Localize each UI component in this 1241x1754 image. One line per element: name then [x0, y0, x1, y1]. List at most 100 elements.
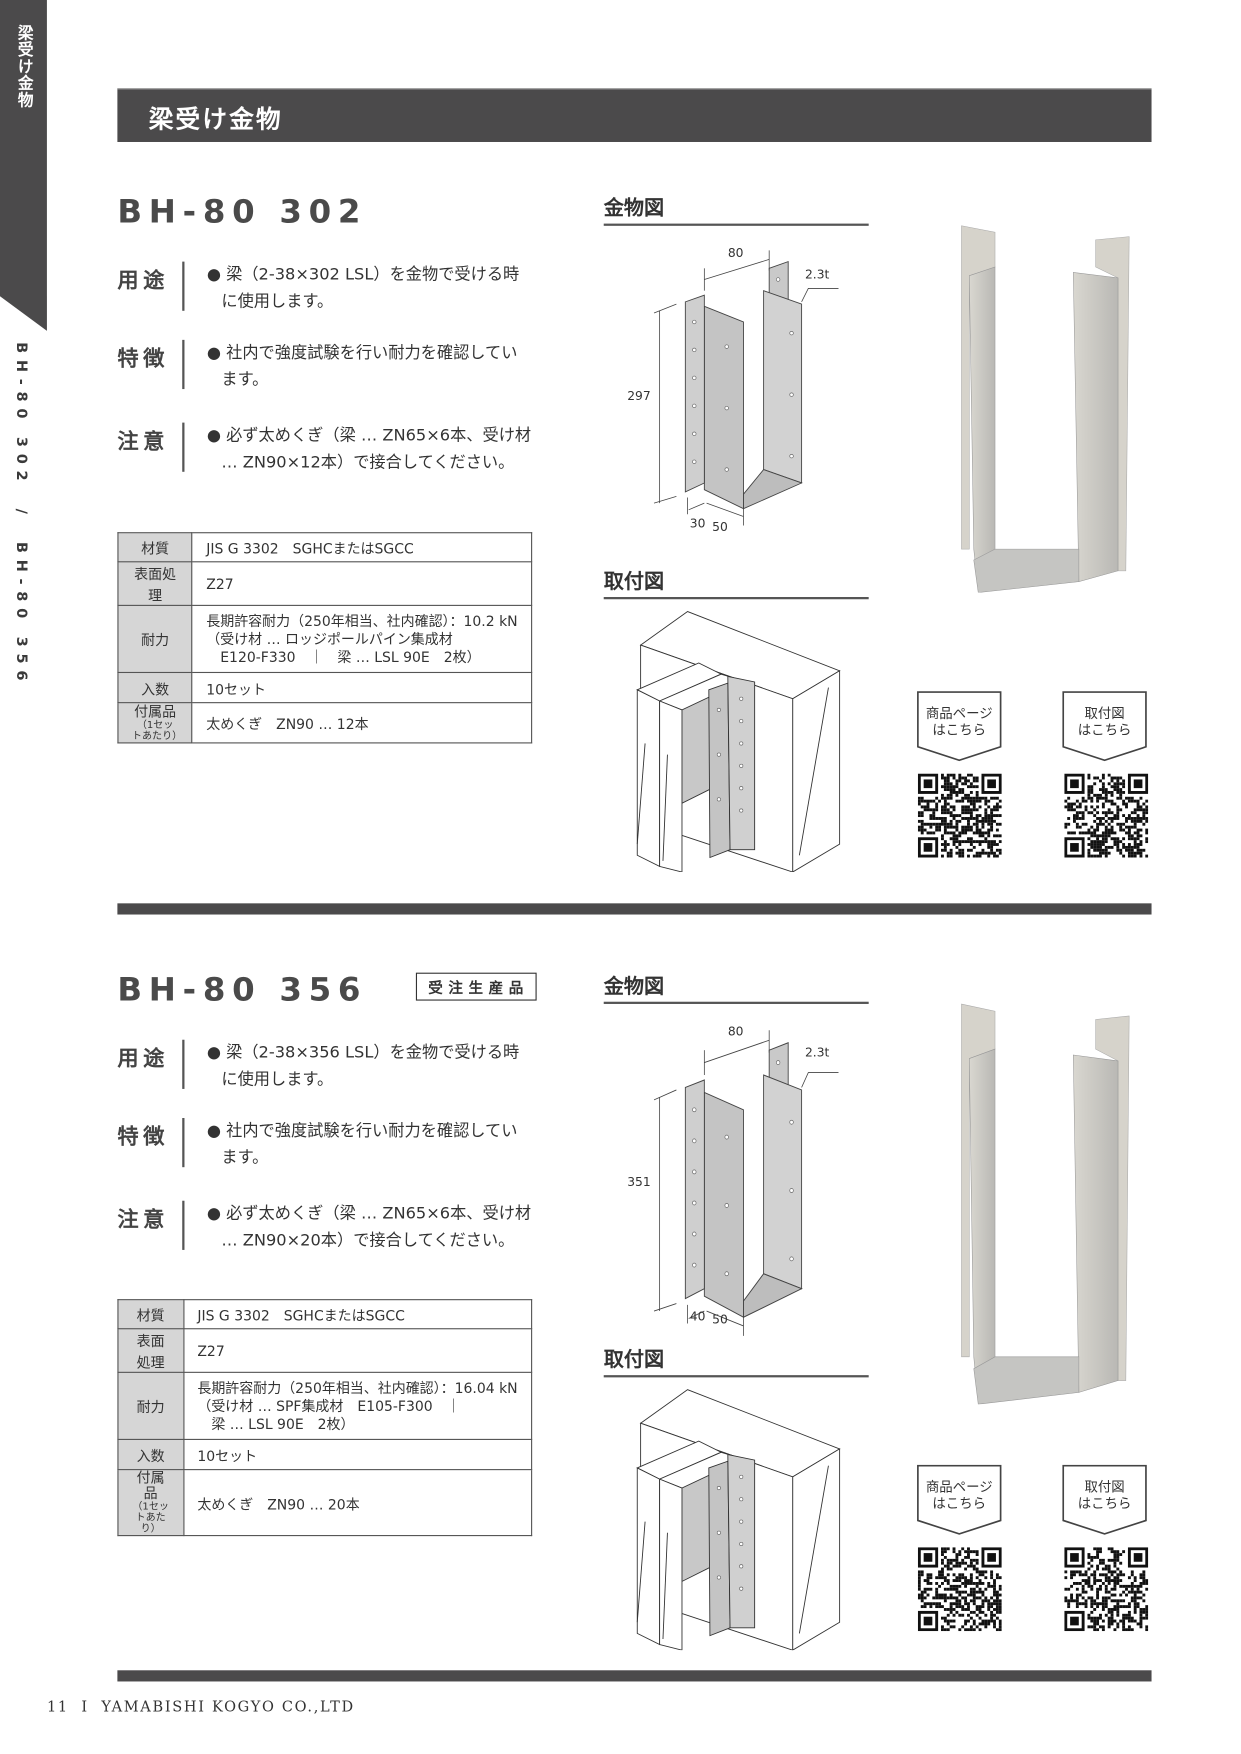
spec-label: 入数	[117, 671, 193, 704]
qr-code-product-page[interactable]	[917, 1547, 1002, 1632]
feature-text: ます。	[221, 1149, 269, 1168]
installation-drawing-title: 取付図	[603, 570, 665, 594]
spec-sublabel: （1セットあたり）	[131, 719, 183, 742]
spec-value: Z27	[191, 561, 533, 606]
feature-characteristics: 特徴 ● 社内で強度試験を行い耐力を確認しています。	[117, 1118, 542, 1176]
dim-thickness: 2.3t	[804, 1045, 830, 1060]
feature-divider	[182, 261, 185, 311]
product-section: BH-80 356 受注生産品 用途 ● 梁（2-38×356 LSL）を金物で…	[0, 968, 1241, 1684]
feature-text: ● 社内で強度試験を行い耐力を確認してい	[206, 1122, 518, 1141]
link-label: はこちら	[1077, 1495, 1132, 1512]
dim-depth: 50	[712, 1312, 728, 1328]
spec-value: （受け材 … ロッジポールパイン集成材	[206, 629, 453, 647]
feature-text: ● 社内で強度試験を行い耐力を確認してい	[206, 344, 518, 363]
side-product-index: BH-80 302 / BH-80 356	[12, 342, 30, 688]
feature-label: 特徴	[117, 1124, 169, 1150]
installation-drawing-title: 取付図	[603, 1348, 665, 1372]
feature-divider	[182, 339, 185, 390]
installation-drawing-link[interactable]: 取付図 はこちら	[1062, 1464, 1147, 1537]
feature-label: 用途	[117, 1046, 169, 1072]
link-label: 商品ページ	[925, 1479, 993, 1495]
feature-divider	[182, 1118, 185, 1168]
table-row: 付属品（1セットあたり）太めくぎ ZN90 … 12本	[117, 702, 533, 744]
installation-drawing-link[interactable]: 取付図 はこちら	[1062, 691, 1147, 763]
feature-label: 注意	[117, 429, 169, 454]
qr-code-installation[interactable]	[1064, 1547, 1149, 1632]
feature-text: ます。	[221, 371, 269, 390]
feature-label: 特徴	[117, 346, 169, 372]
product-page-link[interactable]: 商品ページ はこちら	[917, 691, 1002, 763]
link-label: 取付図	[1084, 1479, 1125, 1495]
footer-rule	[117, 1670, 1152, 1682]
spec-value: 長期許容耐力（250年相当、社内確認）：16.04 kN	[197, 1379, 518, 1396]
table-row: 耐力長期許容耐力（250年相当、社内確認）：16.04 kN（受け材 … SPF…	[117, 1371, 533, 1440]
installation-drawing	[636, 611, 841, 873]
feature-divider	[182, 1039, 185, 1089]
spec-label: 耐力	[117, 604, 193, 674]
spec-label: 付属品	[134, 702, 177, 720]
company-name: YAMABISHI KOGYO CO.,LTD	[101, 1699, 355, 1717]
feature-divider	[182, 1200, 185, 1250]
dim-depth: 50	[712, 519, 728, 535]
spec-value: 梁 … LSL 90E 2枚）	[197, 1414, 355, 1432]
installation-drawing	[636, 1389, 841, 1651]
feature-text: ● 梁（2-38×356 LSL）を金物で受ける時	[206, 1044, 520, 1063]
dim-side: 30	[689, 516, 706, 532]
title-rule	[603, 223, 869, 226]
qr-code-installation[interactable]	[1064, 773, 1149, 858]
table-row: 付属品（1セットあたり）太めくぎ ZN90 … 20本	[117, 1469, 533, 1537]
feature-usage: 用途 ● 梁（2-38×302 LSL）を金物で受ける時に使用します。	[117, 261, 542, 320]
spec-sublabel: （1セットあたり）	[132, 1501, 169, 1536]
spec-value: 長期許容耐力（250年相当、社内確認）：10.2 kN	[206, 612, 518, 629]
feature-caution: 注意 ● 必ず太めくぎ（梁 … ZN65×6本、受け材… ZN90×12本）で接…	[117, 422, 542, 481]
dim-width: 80	[727, 245, 744, 261]
feature-text: に使用します。	[221, 1071, 334, 1089]
spec-value: JIS G 3302 SGHCまたはSGCC	[182, 1299, 533, 1330]
page-footer: 11 I YAMABISHI KOGYO CO.,LTD	[47, 1699, 355, 1716]
product-page-link[interactable]: 商品ページ はこちら	[917, 1464, 1002, 1537]
feature-text: ● 必ず太めくぎ（梁 … ZN65×6本、受け材	[206, 1205, 532, 1224]
link-label: はこちら	[932, 1495, 987, 1512]
spec-value: JIS G 3302 SGHCまたはSGCC	[191, 532, 533, 563]
dim-width: 80	[727, 1024, 744, 1039]
link-label: はこちら	[1077, 722, 1132, 738]
feature-divider	[182, 422, 185, 472]
dim-side: 40	[689, 1309, 706, 1324]
side-category-tab	[0, 0, 47, 331]
footer-separator: I	[81, 1699, 89, 1717]
spec-label: 材質	[117, 532, 193, 563]
spec-label: 材質	[117, 1299, 184, 1330]
feature-usage: 用途 ● 梁（2-38×356 LSL）を金物で受ける時に使用します。	[117, 1039, 542, 1098]
product-model: BH-80 302	[117, 192, 368, 231]
feature-text: に使用します。	[221, 292, 334, 311]
title-rule	[603, 1001, 869, 1004]
category-title: 梁受け金物	[148, 106, 283, 135]
product-photo	[961, 225, 1130, 593]
feature-text: … ZN90×12本）で接合してください。	[221, 453, 515, 472]
spec-label: 耐力	[117, 1371, 184, 1440]
spec-value: E120-F330 ｜ 梁 … LSL 90E 2枚）	[206, 647, 481, 665]
qr-code-product-page[interactable]	[917, 773, 1002, 858]
hardware-drawing	[653, 250, 839, 526]
hardware-drawing	[653, 1030, 839, 1336]
category-banner: 梁受け金物	[117, 88, 1152, 142]
feature-characteristics: 特徴 ● 社内で強度試験を行い耐力を確認しています。	[117, 339, 542, 398]
section-divider	[117, 903, 1152, 915]
side-category-label: 梁受け金物	[15, 24, 34, 109]
spec-label: 入数	[117, 1438, 184, 1471]
hardware-drawing-title: 金物図	[603, 974, 665, 999]
link-label: 商品ページ	[925, 705, 993, 722]
page-number: 11	[46, 1699, 69, 1717]
spec-value: （受け材 … SPF集成材 E105-F300 ｜	[197, 1396, 461, 1414]
link-label: 取付図	[1084, 705, 1125, 722]
made-to-order-badge: 受注生産品	[415, 972, 537, 1001]
title-rule	[603, 597, 869, 600]
title-rule	[603, 1375, 869, 1378]
spec-label: 表面処理	[117, 1328, 184, 1373]
